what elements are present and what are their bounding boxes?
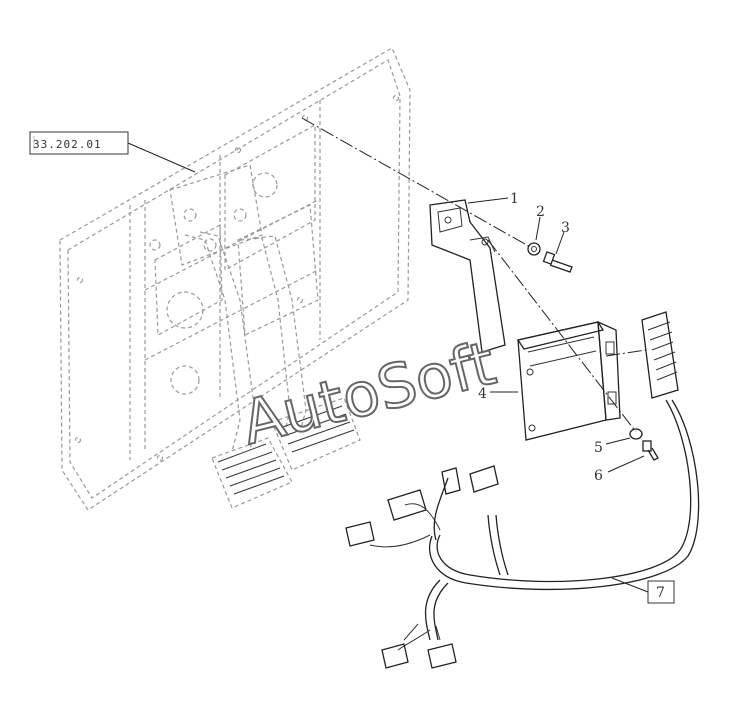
centerline-3 [605,349,647,357]
callout-6: 6 [594,455,645,484]
callout-6-label: 6 [594,468,603,484]
callout-1-label: 1 [510,191,519,207]
connector-b [387,489,427,521]
nut-part-5 [629,428,643,440]
callout-2: 2 [535,204,545,241]
callout-3-label: 3 [561,220,570,236]
control-unit-part-4 [516,320,621,441]
callout-5-label: 5 [594,440,603,456]
callout-7-label: 7 [656,585,665,601]
callout-5: 5 [594,437,631,456]
callout-1: 1 [467,191,519,207]
callout-3: 3 [555,220,570,255]
centerline-1 [301,117,533,249]
watermark: AutoSoft [234,328,503,460]
callout-4: 4 [478,386,518,402]
pedal-assembly [149,164,361,509]
callout-7[interactable]: 7 [611,577,675,604]
bolt-part-3 [542,251,573,273]
connector-d [469,465,499,493]
connector-f [427,643,457,669]
nut-part-2 [527,242,541,256]
connector-c [441,467,461,495]
connector-a [345,521,375,547]
harness-main-connector [641,311,679,399]
callout-2-label: 2 [536,204,545,220]
bracket-part-1 [429,199,506,353]
watermark-text: AutoSoft [235,329,502,459]
mounting-plate [59,47,411,511]
centerline-2 [487,239,637,433]
connector-e [381,643,409,669]
pedal-pad-right [279,405,355,453]
wiring-harness-part-7 [345,311,700,669]
bolt-part-6 [642,440,659,461]
reference-label: 33.202.01 [33,138,102,151]
callout-4-label: 4 [478,386,487,402]
reference-box[interactable]: 33.202.01 [29,131,196,173]
pedal-pad-left [217,443,285,495]
